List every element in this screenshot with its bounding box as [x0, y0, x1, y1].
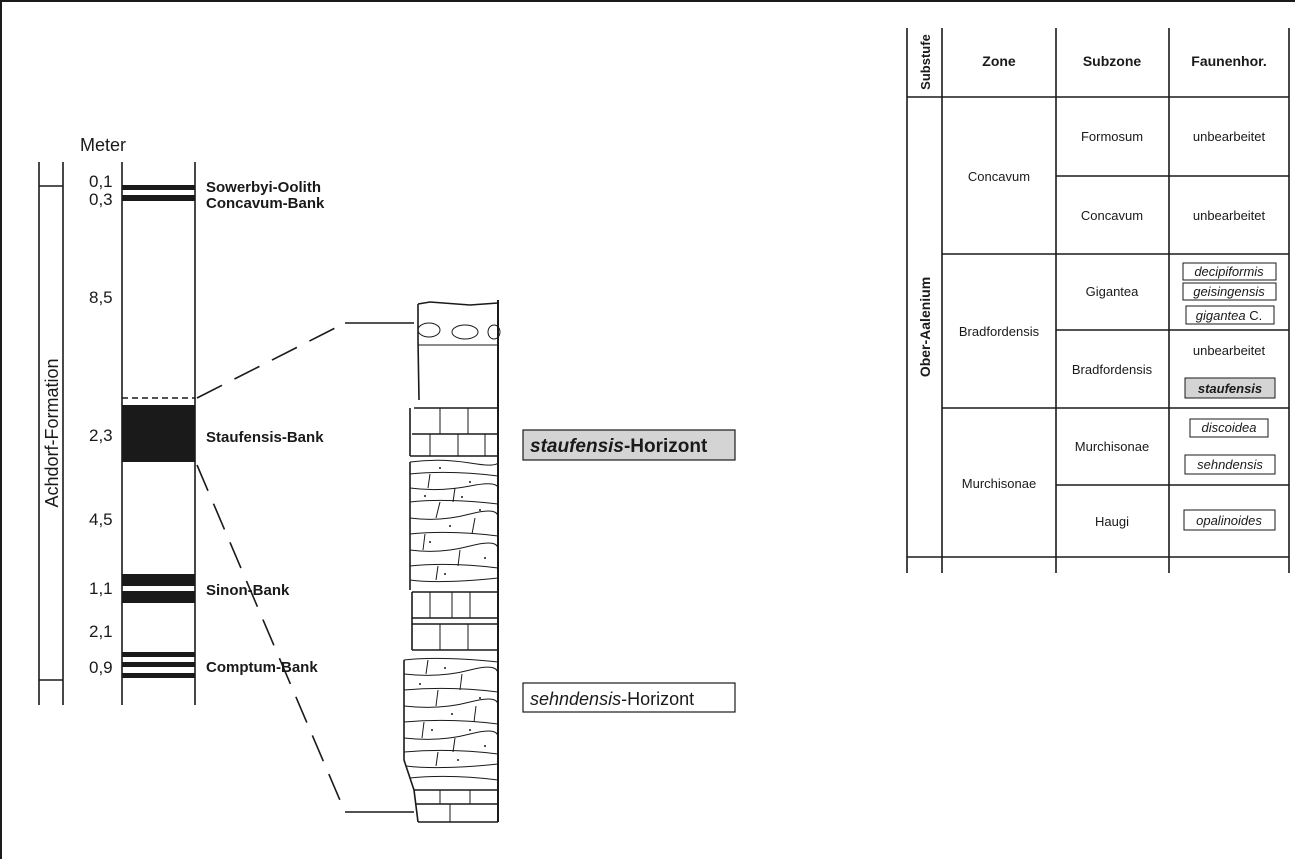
sehndensis-horizon-label: sehndensis-Horizont [522, 682, 736, 713]
horizon-box [522, 682, 736, 713]
limestone-bed-joints [429, 592, 471, 650]
marly-bed-lines-lower [403, 657, 499, 781]
marly-bed-lines [409, 459, 499, 583]
subzone-murchisonae: Murchisonae [1075, 439, 1149, 454]
horizon-name: sehndensis-Horizont [530, 689, 694, 709]
faunal-staufensis: staufensis [1198, 381, 1262, 396]
faunal-geisingensis: geisingensis [1193, 284, 1265, 299]
formation-label: Achdorf-Formation [42, 358, 62, 507]
bank-label-sowerbyi: Sowerbyi-Oolith [206, 179, 321, 196]
header-subzone: Subzone [1083, 53, 1142, 69]
sinon-bed-lower [122, 591, 195, 603]
ooid [487, 324, 501, 340]
correlation-line-upper [196, 322, 346, 399]
bank-label-concavum: Concavum-Bank [206, 195, 325, 212]
subzone-concavum: Concavum [1081, 208, 1143, 223]
thickness-value: 0,9 [89, 658, 113, 677]
thickness-value: 2,3 [89, 426, 113, 445]
detail-column [403, 300, 501, 823]
staufensis-horizon-label: staufensis-Horizont [522, 429, 736, 461]
faunal-discoidea: discoidea [1202, 420, 1257, 435]
faunal-box [1184, 454, 1276, 475]
limestone-bed-outline [411, 591, 498, 651]
subzone-bradfordensis: Bradfordensis [1072, 362, 1153, 377]
header-zone: Zone [982, 53, 1016, 69]
faunal-concavum: unbearbeitet [1193, 208, 1266, 223]
zone-murchisonae: Murchisonae [962, 476, 1036, 491]
header-substufe: Substufe [918, 34, 933, 90]
faunal-box [1183, 509, 1276, 531]
subzone-haugi: Haugi [1095, 514, 1129, 529]
oolith-bed-outline [417, 301, 499, 401]
header-faunenhor: Faunenhor. [1191, 53, 1266, 69]
ooid [451, 324, 479, 340]
substufe-label: Ober-Aalenium [917, 277, 933, 377]
sinon-bed-upper [122, 574, 195, 586]
staufensis-bed [122, 405, 195, 462]
faunal-formosum: unbearbeitet [1193, 129, 1266, 144]
correlation-lines [196, 322, 414, 813]
faunal-box [1182, 262, 1277, 281]
marly-bed-joints [422, 473, 476, 581]
marl-dots-lower [419, 667, 486, 761]
biostratigraphy-table: Substufe Zone Subzone Faunenhor. Ober-Aa… [906, 28, 1290, 573]
thickness-value: 4,5 [89, 510, 113, 529]
marl-dots [424, 467, 486, 575]
faunal-bradfordensis: unbearbeitet [1193, 343, 1266, 358]
faunal-highlight-box [1184, 377, 1276, 399]
bank-label-comptum: Comptum-Bank [206, 659, 318, 676]
detail-lower-left-edge [403, 660, 415, 791]
correlation-line-lower [196, 464, 346, 813]
faunal-gigantea: gigantea C. [1196, 308, 1263, 323]
comptum-bed-1 [122, 652, 195, 657]
thickness-value: 8,5 [89, 288, 113, 307]
bottom-bed-joints [439, 790, 471, 822]
measured-section: Meter Achdorf-Formation 0,1 0,3 8,5 2,3 … [38, 135, 325, 705]
subzone-gigantea: Gigantea [1086, 284, 1140, 299]
bank-label-sinon: Sinon-Bank [206, 582, 290, 599]
bed-joints [429, 408, 486, 456]
thickness-value: 0,1 [89, 172, 113, 191]
subzone-formosum: Formosum [1081, 129, 1143, 144]
faunal-box [1185, 305, 1275, 325]
marly-bed-joints-lower [421, 659, 477, 767]
faunal-box [1189, 418, 1269, 438]
staufensis-bed-outline [409, 407, 498, 457]
comptum-bed-3 [122, 673, 195, 678]
zone-concavum: Concavum [968, 169, 1030, 184]
bank-label-staufensis: Staufensis-Bank [206, 429, 324, 446]
faunal-box [1182, 282, 1277, 301]
faunal-sehndensis: sehndensis [1197, 457, 1263, 472]
thickness-value: 1,1 [89, 579, 113, 598]
horizon-name: staufensis-Horizont [530, 436, 708, 457]
comptum-bed-2 [122, 662, 195, 667]
bottom-bed-outline [413, 789, 498, 823]
ooid [417, 322, 441, 338]
thickness-value: 2,1 [89, 622, 113, 641]
horizon-highlight-box [522, 429, 736, 461]
faunal-opalinoides: opalinoides [1196, 513, 1262, 528]
thickness-value: 0,3 [89, 190, 113, 209]
zone-bradfordensis: Bradfordensis [959, 324, 1040, 339]
concavum-bed [122, 195, 195, 201]
meter-header: Meter [80, 135, 126, 155]
sowerbyi-bed [122, 185, 195, 190]
faunal-decipiformis: decipiformis [1194, 264, 1264, 279]
